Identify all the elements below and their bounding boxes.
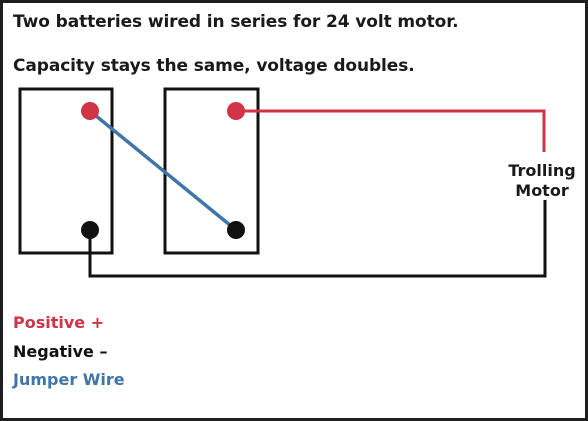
battery-2-negative-terminal [227,221,245,239]
trolling-motor-label: Trolling Motor [500,161,584,201]
legend-positive: Positive + [13,313,105,332]
battery-1-positive-terminal [81,102,99,120]
jumper-wire [88,109,238,232]
motor-label-line-2: Motor [515,181,569,200]
diagram-subtitle: Capacity stays the same, voltage doubles… [13,56,415,76]
battery-1-negative-terminal [81,221,99,239]
legend-jumper-wire: Jumper Wire [13,370,125,389]
positive-wire [236,109,546,152]
diagram-title: Two batteries wired in series for 24 vol… [13,12,459,32]
negative-wire [88,200,547,278]
legend-negative: Negative – [13,342,108,361]
battery-1 [18,87,114,255]
battery-2-positive-terminal [227,102,245,120]
motor-label-line-1: Trolling [508,161,576,180]
